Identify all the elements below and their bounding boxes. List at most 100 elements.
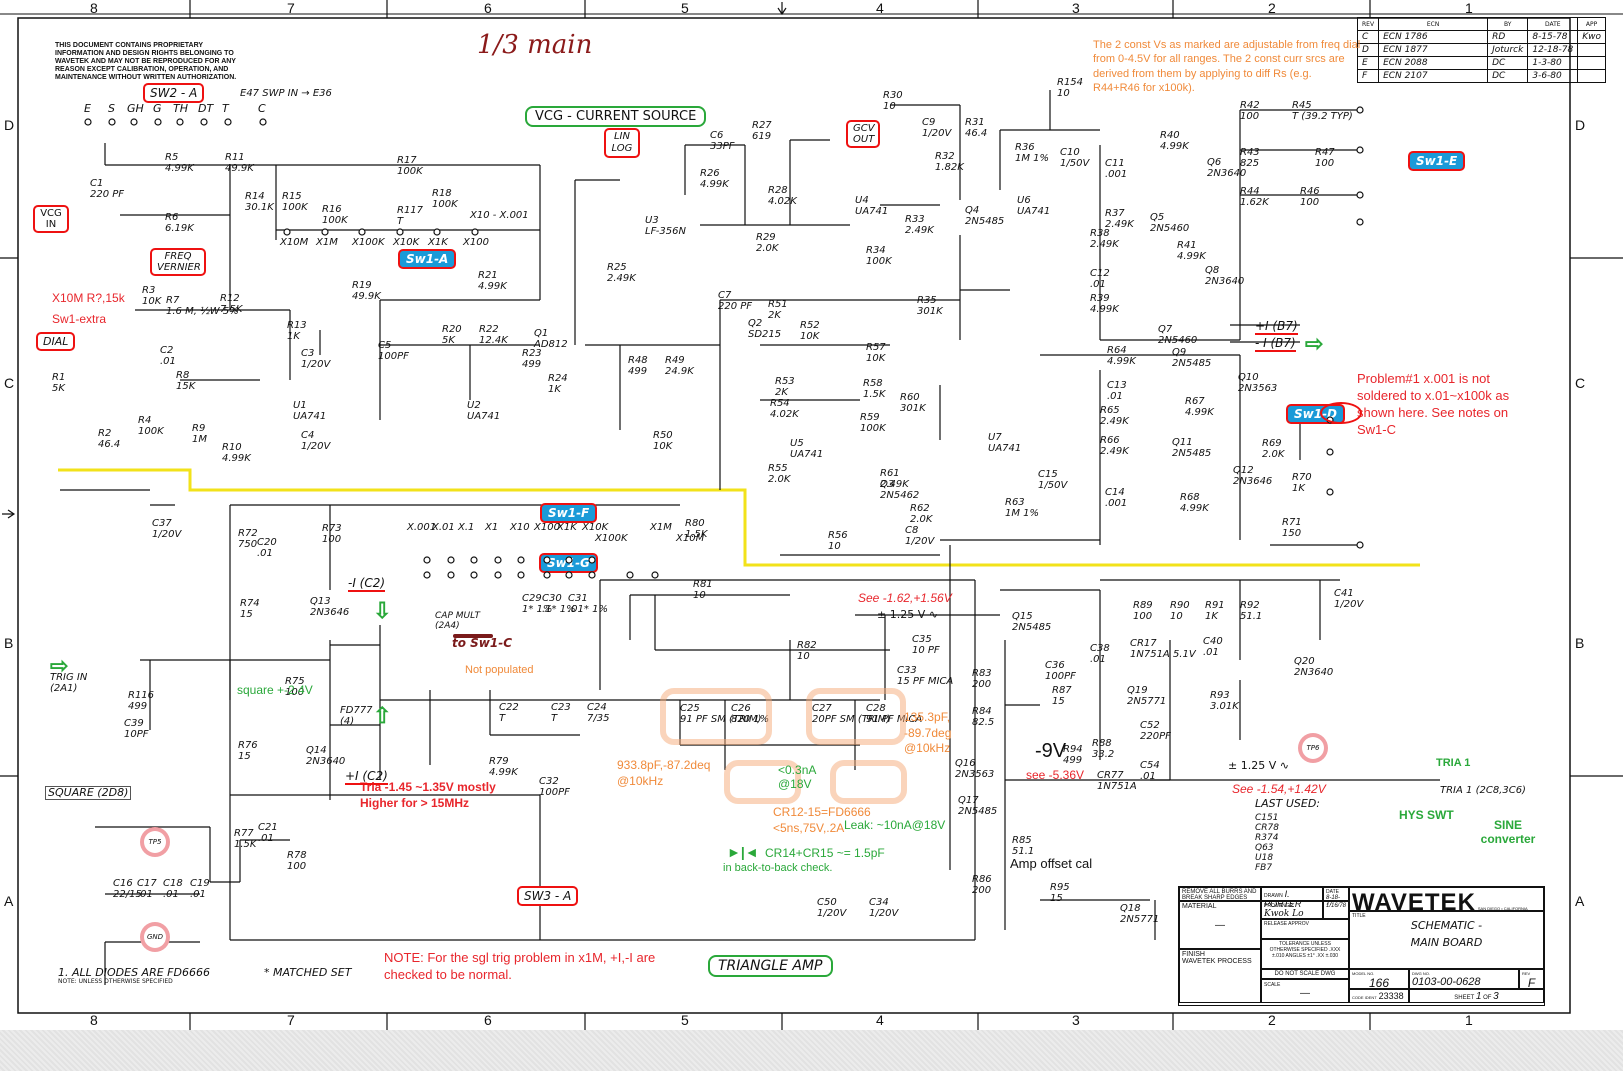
const-vs-note: The 2 const Vs as marked are adjustable … bbox=[1093, 39, 1361, 94]
drawing-title-line1: SCHEMATIC - bbox=[1410, 919, 1483, 932]
component-ref: C38 bbox=[1090, 643, 1110, 654]
component-value: 220 PF bbox=[90, 189, 125, 200]
component-ref: R40 bbox=[1160, 130, 1180, 141]
component-value: 1K bbox=[548, 384, 561, 395]
column-label: 8 bbox=[90, 0, 98, 16]
component-c31: C31.01* 1% bbox=[568, 593, 608, 615]
component-ref: R29 bbox=[756, 232, 776, 243]
test-point-tp6[interactable]: TP6 bbox=[1298, 733, 1328, 763]
component-value: 4.02K bbox=[768, 196, 797, 207]
component-ref: Q11 bbox=[1172, 437, 1193, 448]
component-ref: R17 bbox=[397, 155, 417, 166]
plus-i-b7-label: +I (B7) bbox=[1255, 319, 1298, 336]
column-label: 4 bbox=[876, 1012, 884, 1028]
leak-note: Leak: ~10nA@18V bbox=[844, 818, 946, 832]
test-point-tp5[interactable]: TP5 bbox=[140, 827, 170, 857]
by-col-header: BY bbox=[1487, 17, 1529, 31]
component-value: UA741 bbox=[790, 449, 824, 460]
component-value: 150 bbox=[1282, 528, 1302, 539]
component-c21: C21.01 bbox=[258, 822, 278, 844]
component-c13: C13.01 bbox=[1107, 380, 1127, 402]
component-ref: Q14 bbox=[306, 745, 327, 756]
component-ref: R58 bbox=[863, 378, 883, 389]
ecn-cell: ECN 2088 bbox=[1378, 56, 1489, 70]
component-ref: R12 bbox=[220, 293, 240, 304]
component-ref: U3 bbox=[645, 215, 659, 226]
component-ref: R54 bbox=[770, 398, 790, 409]
sheet-label: SHEET bbox=[1454, 995, 1475, 1001]
vcg-current-source-label: VCG - CURRENT SOURCE bbox=[525, 106, 707, 127]
to-sw1c-underline bbox=[453, 634, 493, 638]
back-to-back-diodes-icon: ►|◄ bbox=[727, 844, 759, 860]
component-c2: C2.01 bbox=[160, 345, 176, 367]
switch-position: GH bbox=[127, 102, 144, 115]
component-value: 1* 1% bbox=[522, 604, 553, 615]
component-ref: R154 bbox=[1057, 77, 1084, 88]
model-label: MODEL NO. bbox=[1352, 971, 1375, 976]
sw1a-tag: Sw1-A bbox=[398, 249, 457, 269]
component-value: 100 bbox=[285, 687, 305, 698]
amplitude-label: ± 1.25 V ∿ bbox=[877, 608, 938, 621]
component-ref: C54 bbox=[1140, 760, 1160, 771]
switch-position: X1K bbox=[428, 237, 448, 248]
component-value: 24.9K bbox=[665, 366, 694, 377]
engineer-label: PROJ ENGR bbox=[1264, 903, 1294, 909]
ecn-cell: ECN 2107 bbox=[1378, 69, 1489, 83]
column-label: 5 bbox=[681, 0, 689, 16]
component-value: T bbox=[397, 216, 404, 227]
finish-value: WAVETEK PROCESS bbox=[1182, 958, 1252, 965]
switch-position: TH bbox=[173, 102, 188, 115]
sine-converter-label: SINE converter bbox=[1480, 818, 1536, 847]
component-ref: R63 bbox=[1005, 497, 1025, 508]
component-ref: Q5 bbox=[1150, 212, 1165, 223]
component-ref: C3 bbox=[301, 348, 315, 359]
by-cell: Joturck bbox=[1487, 43, 1529, 57]
column-label: 1 bbox=[1465, 1012, 1473, 1028]
component-ref: R26 bbox=[700, 168, 720, 179]
component-ref: R50 bbox=[653, 430, 673, 441]
component-value: .1* 1% bbox=[542, 604, 576, 615]
by-cell: RD bbox=[1487, 30, 1529, 44]
last-used-item: FB7 bbox=[1255, 863, 1273, 873]
component-ref: C28 bbox=[866, 703, 886, 714]
component-ref: R59 bbox=[860, 412, 880, 423]
component-value: 7.5K bbox=[220, 304, 243, 315]
component-value: 499 bbox=[522, 359, 542, 370]
component-ref: Q13 bbox=[310, 596, 331, 607]
component-value: 15 bbox=[240, 609, 253, 620]
row-label: A bbox=[1575, 893, 1585, 909]
component-value: 4.99K bbox=[478, 281, 507, 292]
component-ref: R46 bbox=[1300, 186, 1320, 197]
component-ref: R95 bbox=[1050, 882, 1070, 893]
revision-header: REV ECN BY DATE APP bbox=[1356, 17, 1606, 31]
component-ref: R83 bbox=[972, 668, 992, 679]
component-value: 33.2 bbox=[1092, 749, 1115, 760]
component-value: 2.49K bbox=[1105, 219, 1134, 230]
component-value: 825 bbox=[1240, 158, 1260, 169]
test-point-gnd[interactable]: GND bbox=[140, 922, 170, 952]
component-ref: R70 bbox=[1292, 472, 1312, 483]
component-value: 499 bbox=[128, 701, 148, 712]
component-ref: R22 bbox=[479, 324, 499, 335]
